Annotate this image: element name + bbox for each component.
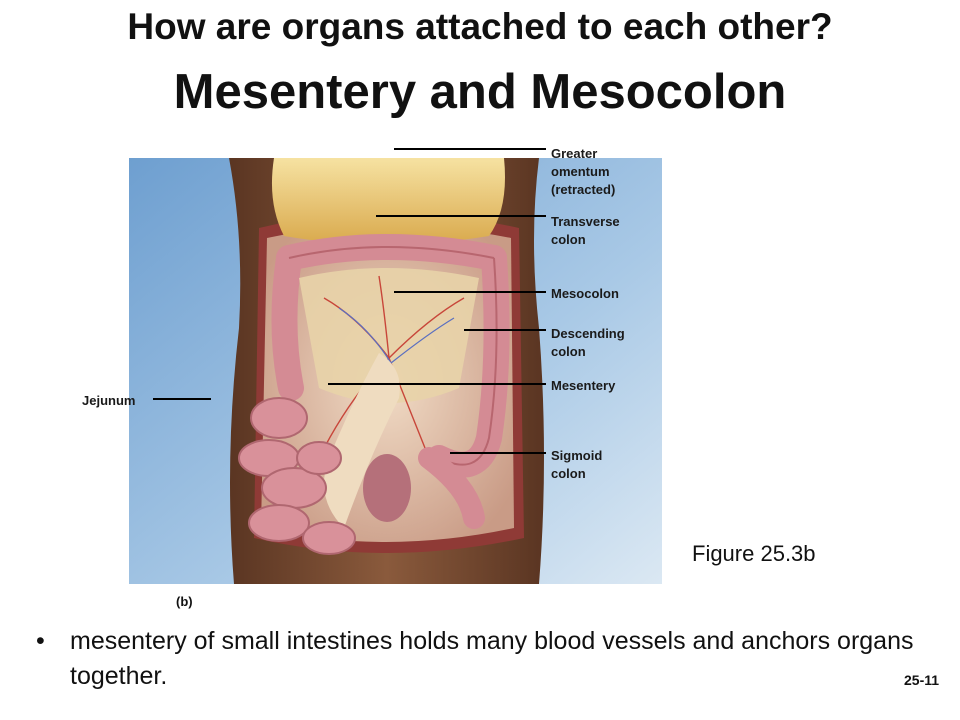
panel-label: (b) — [176, 594, 193, 609]
mesentery-shape — [324, 353, 400, 528]
label-sigmoid-colon: Sigmoid colon — [551, 448, 603, 481]
leader-sigmoid-colon — [450, 452, 546, 454]
slide-title-question: How are organs attached to each other? — [127, 6, 833, 47]
sigmoid-colon-shape — [418, 447, 485, 529]
slide-number: 25-11 — [904, 672, 940, 688]
leader-mesocolon — [394, 291, 546, 293]
figure-caption: Figure 25.3b — [692, 541, 816, 566]
colon-haustra — [288, 246, 498, 466]
greater-omentum-shape — [271, 158, 505, 245]
leader-mesentery — [328, 383, 546, 385]
label-descending-colon: Descending colon — [551, 326, 625, 359]
label-greater-omentum: Greater omentum (retracted) — [551, 146, 616, 197]
leader-jejunum — [153, 398, 211, 400]
leader-descending-colon — [464, 329, 546, 331]
slide-title-main: Mesentery and Mesocolon — [173, 65, 787, 119]
bullet-text: mesentery of small intestines holds many… — [70, 627, 914, 690]
bullet-marker: • — [36, 627, 45, 655]
leader-transverse-colon — [376, 215, 546, 217]
small-intestine-loops — [238, 397, 356, 555]
label-transverse-colon: Transverse colon — [551, 214, 620, 247]
label-mesentery: Mesentery — [551, 378, 616, 393]
label-mesocolon: Mesocolon — [551, 286, 619, 301]
leader-greater-omentum — [394, 148, 546, 150]
label-jejunum: Jejunum — [82, 393, 136, 408]
rectum-shape — [363, 454, 411, 522]
anatomy-illustration — [129, 158, 662, 584]
mesocolon-shape — [299, 268, 479, 403]
